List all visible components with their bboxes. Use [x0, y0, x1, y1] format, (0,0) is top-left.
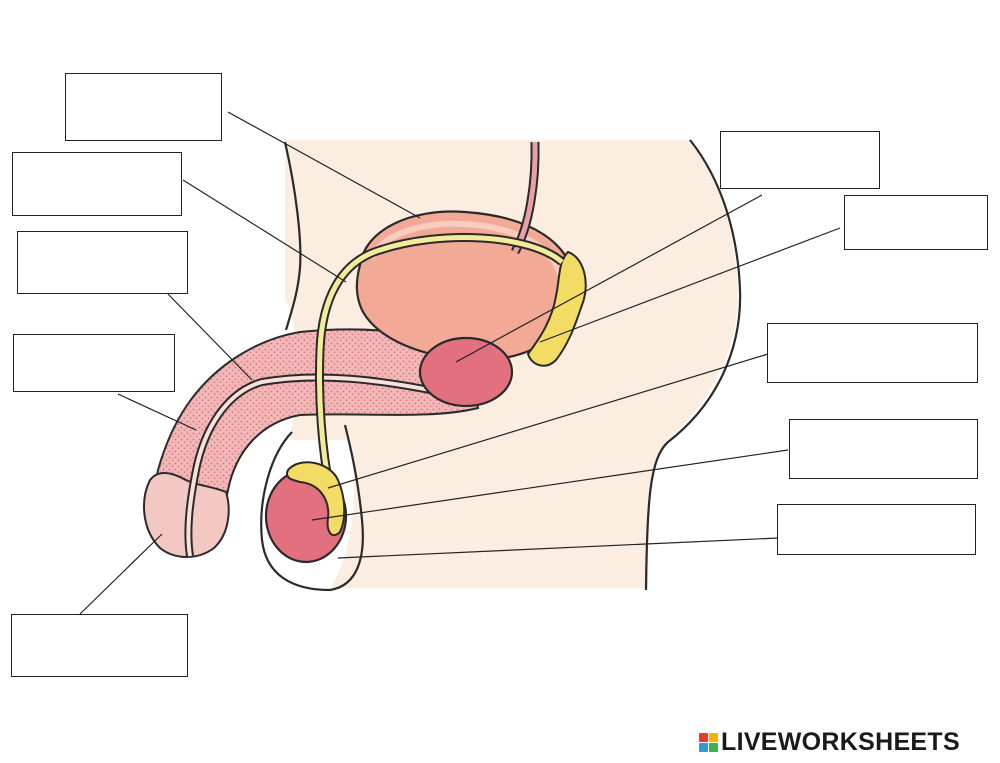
label-box-glans[interactable] — [11, 614, 188, 677]
leader-line-testis — [311, 449, 789, 521]
label-box-prostate[interactable] — [844, 195, 988, 250]
leader-line-prostate — [539, 227, 841, 343]
leader-line-scrotum — [337, 537, 779, 559]
abdomen-outline — [283, 141, 302, 331]
seminal-vesicle — [526, 250, 587, 367]
prostate — [418, 336, 514, 408]
label-box-scrotum[interactable] — [777, 504, 976, 555]
label-box-erectile-tissue[interactable] — [13, 334, 175, 392]
label-input-testis[interactable] — [790, 420, 977, 478]
leader-line-erectile — [117, 393, 197, 431]
label-input-prostate[interactable] — [845, 196, 987, 249]
leader-line-bladder — [227, 111, 421, 219]
scrotum-outline — [260, 424, 364, 592]
label-input-scrotum[interactable] — [778, 505, 975, 554]
label-input-glans[interactable] — [12, 615, 187, 676]
buttock-outline — [644, 139, 742, 591]
leader-line-glans — [79, 533, 163, 615]
label-box-urethra[interactable] — [17, 231, 188, 294]
liveworksheets-brand: LIVEWORKSHEETS — [699, 727, 960, 757]
logo-square-blue — [699, 742, 708, 752]
label-box-testis[interactable] — [789, 419, 978, 479]
label-input-urethra[interactable] — [18, 232, 187, 293]
label-input-bladder[interactable] — [66, 74, 221, 140]
logo-square-yellow — [709, 732, 718, 742]
leader-line-vas-deferens — [182, 179, 347, 283]
urethra-inner — [186, 375, 441, 557]
label-box-bladder[interactable] — [65, 73, 222, 141]
logo-square-red — [699, 732, 708, 742]
label-input-epididymis[interactable] — [768, 324, 977, 382]
leader-line-urethra — [167, 293, 253, 381]
label-input-seminal-vesicle[interactable] — [721, 132, 879, 188]
logo-square-green — [709, 742, 718, 752]
label-box-vas-deferens[interactable] — [12, 152, 182, 216]
leader-line-seminal-vesicle — [455, 194, 763, 363]
leader-lines — [79, 111, 841, 615]
label-input-erectile-tissue[interactable] — [14, 335, 174, 391]
liveworksheets-logo-icon — [699, 732, 718, 752]
label-input-vas-deferens[interactable] — [13, 153, 181, 215]
leader-line-epididymis — [327, 353, 769, 489]
brand-text: LIVEWORKSHEETS — [721, 727, 960, 756]
label-box-seminal-vesicle[interactable] — [720, 131, 880, 189]
label-box-epididymis[interactable] — [767, 323, 978, 383]
